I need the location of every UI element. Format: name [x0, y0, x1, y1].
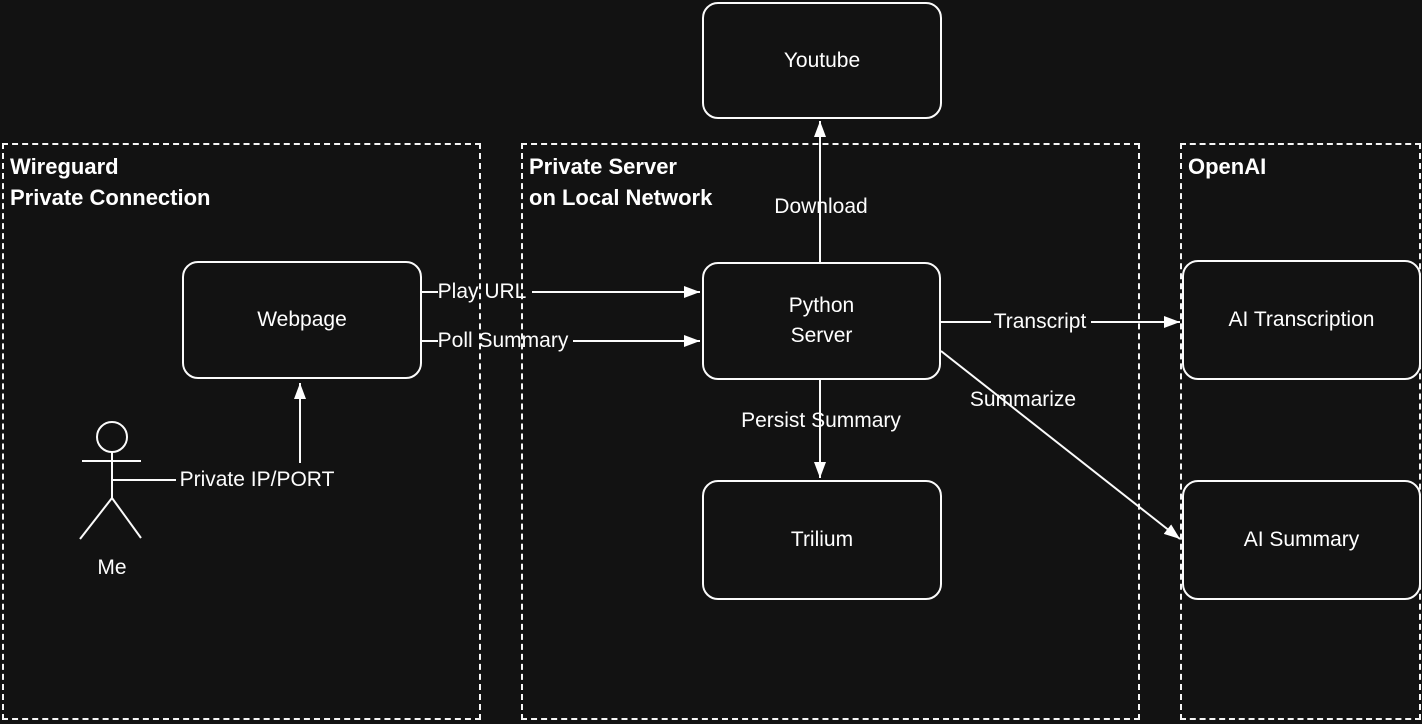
node-python-server: Python Server [702, 262, 941, 380]
edge-label-transcript: Transcript [993, 310, 1087, 333]
container-private-server-title: Private Server on Local Network [529, 154, 713, 210]
edge-label-poll-summary: Poll Summary [437, 329, 569, 352]
container-wireguard-title: Wireguard Private Connection [10, 154, 211, 210]
node-youtube-label: Youtube [783, 48, 861, 72]
actor-leg-right [111, 497, 142, 539]
edge-label-private-ip-port: Private IP/PORT [179, 468, 335, 491]
container-private-server: Private Server on Local Network [521, 143, 1140, 720]
node-webpage: Webpage [182, 261, 422, 379]
container-openai-title: OpenAI [1188, 154, 1267, 179]
node-ai-transcription-label: AI Transcription [1228, 308, 1375, 331]
node-webpage-label: Webpage [257, 308, 347, 331]
edge-summarize-line [940, 350, 1181, 540]
actor-head [96, 421, 128, 453]
container-openai: OpenAI [1180, 143, 1421, 720]
edge-label-persist-summary: Persist Summary [741, 409, 901, 432]
container-wireguard: Wireguard Private Connection [2, 143, 481, 720]
node-ai-summary-label: AI Summary [1243, 528, 1360, 551]
node-ai-transcription: AI Transcription [1182, 260, 1421, 380]
node-youtube: Youtube [702, 2, 942, 119]
actor-me-figure [79, 421, 142, 540]
node-ai-summary: AI Summary [1182, 480, 1421, 600]
actor-leg-left [79, 497, 113, 540]
node-trilium: Trilium [702, 480, 942, 600]
node-trilium-label: Trilium [790, 528, 854, 551]
actor-me-label: Me [97, 556, 127, 579]
node-python-server-label: Python Server [788, 294, 855, 347]
edge-label-download: Download [774, 195, 868, 218]
edge-label-play-url: Play URL [437, 280, 527, 303]
edge-label-summarize: Summarize [969, 388, 1077, 411]
